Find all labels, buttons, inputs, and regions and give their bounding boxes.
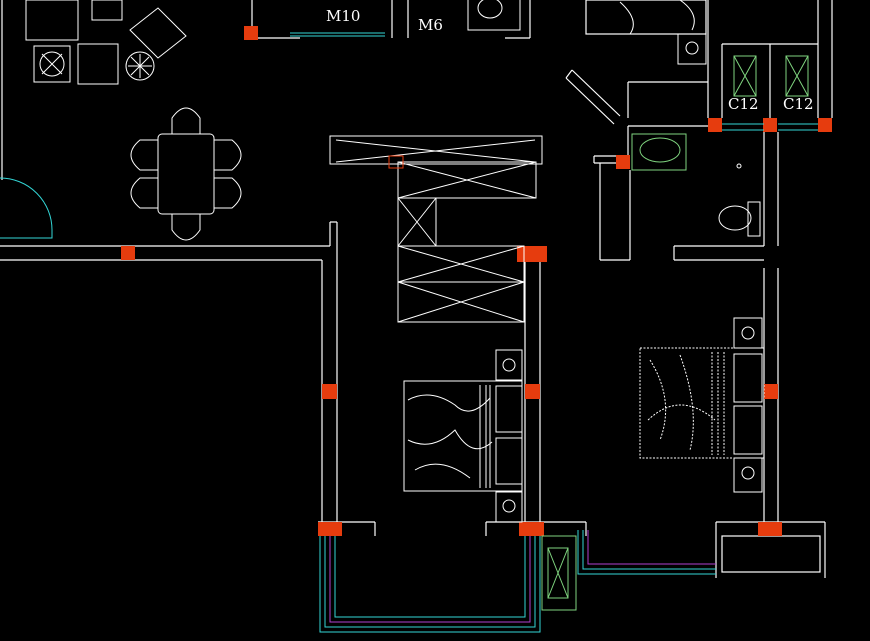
column — [708, 118, 722, 132]
column — [763, 118, 777, 132]
bathroom-fixtures — [631, 133, 687, 171]
window-frame-bed1 — [541, 535, 577, 611]
column — [517, 246, 547, 262]
column — [616, 155, 630, 169]
ac-units-top-right — [733, 55, 809, 97]
diagonal-ramp — [565, 69, 621, 164]
ac-unit-bed1-x — [547, 547, 569, 599]
window-box-br — [721, 535, 821, 573]
toilet — [718, 163, 761, 237]
wall-tr-box — [585, 0, 707, 35]
bed-left — [403, 349, 523, 523]
sink-top — [467, 0, 707, 65]
windows — [0, 32, 818, 633]
walls — [0, 0, 833, 578]
ac-unit-bed1 — [547, 547, 569, 599]
kitchen-fixture — [619, 0, 695, 35]
column — [525, 384, 540, 399]
door-label-m6: M6 — [418, 16, 443, 34]
dining-table — [130, 107, 242, 241]
column — [244, 26, 258, 40]
wardrobe-marker — [388, 155, 404, 169]
sofa-set — [25, 0, 187, 85]
window-label-c12-right: C12 — [783, 95, 814, 113]
column — [818, 118, 832, 132]
column — [519, 522, 544, 536]
window-label-c12-left: C12 — [728, 95, 759, 113]
column — [318, 522, 342, 536]
bed-right — [639, 317, 765, 493]
column — [121, 246, 135, 260]
structural-columns — [121, 26, 832, 536]
wardrobe — [329, 135, 543, 323]
column — [322, 384, 337, 399]
column — [764, 384, 778, 399]
door-label-m10: M10 — [326, 7, 361, 25]
column — [758, 522, 782, 536]
